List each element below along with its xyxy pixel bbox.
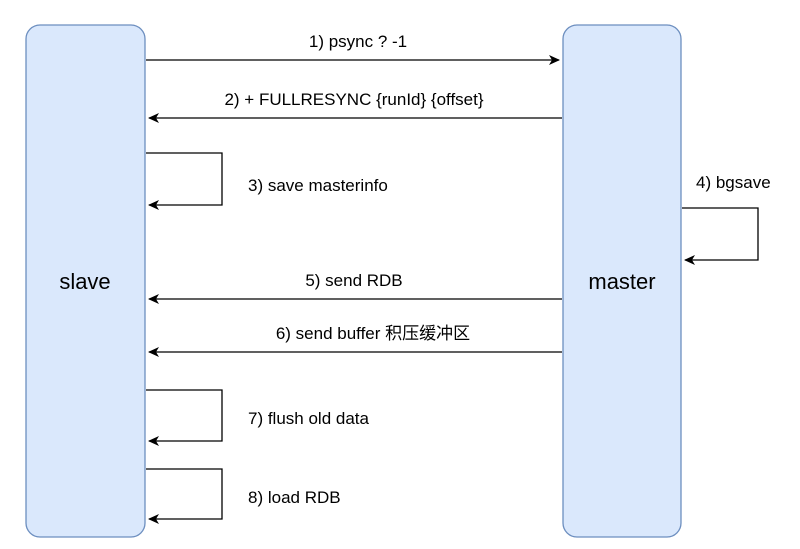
step-1-label: 1) psync ? -1: [309, 32, 407, 51]
step-7-label: 7) flush old data: [248, 409, 370, 428]
step-2-label: 2) + FULLRESYNC {runId} {offset}: [224, 90, 483, 109]
step-7-loop-arrow: [146, 389, 223, 446]
step-4-label: 4) bgsave: [696, 173, 771, 192]
step-3-label: 3) save masterinfo: [248, 176, 388, 195]
slave-box: [25, 24, 146, 538]
step-7: 7) flush old data: [146, 389, 370, 446]
step-4-loop-arrow: [682, 207, 759, 265]
step-8-loop-arrow: [146, 468, 223, 524]
step-5: 5) send RDB: [148, 271, 562, 304]
master-node: master: [562, 24, 682, 538]
step-8-label: 8) load RDB: [248, 488, 341, 507]
step-2: 2) + FULLRESYNC {runId} {offset}: [148, 90, 562, 123]
slave-node: slave: [25, 24, 146, 538]
step-6-label: 6) send buffer 积压缓冲区: [276, 324, 470, 343]
step-5-label: 5) send RDB: [305, 271, 402, 290]
step-3-loop-arrow: [146, 152, 223, 210]
step-8: 8) load RDB: [146, 468, 341, 524]
step-4: 4) bgsave: [682, 173, 771, 265]
step-3: 3) save masterinfo: [146, 152, 388, 210]
master-label: master: [588, 269, 655, 294]
slave-label: slave: [59, 269, 110, 294]
step-6: 6) send buffer 积压缓冲区: [148, 324, 562, 357]
step-1: 1) psync ? -1: [146, 32, 560, 65]
master-box: [562, 24, 682, 538]
